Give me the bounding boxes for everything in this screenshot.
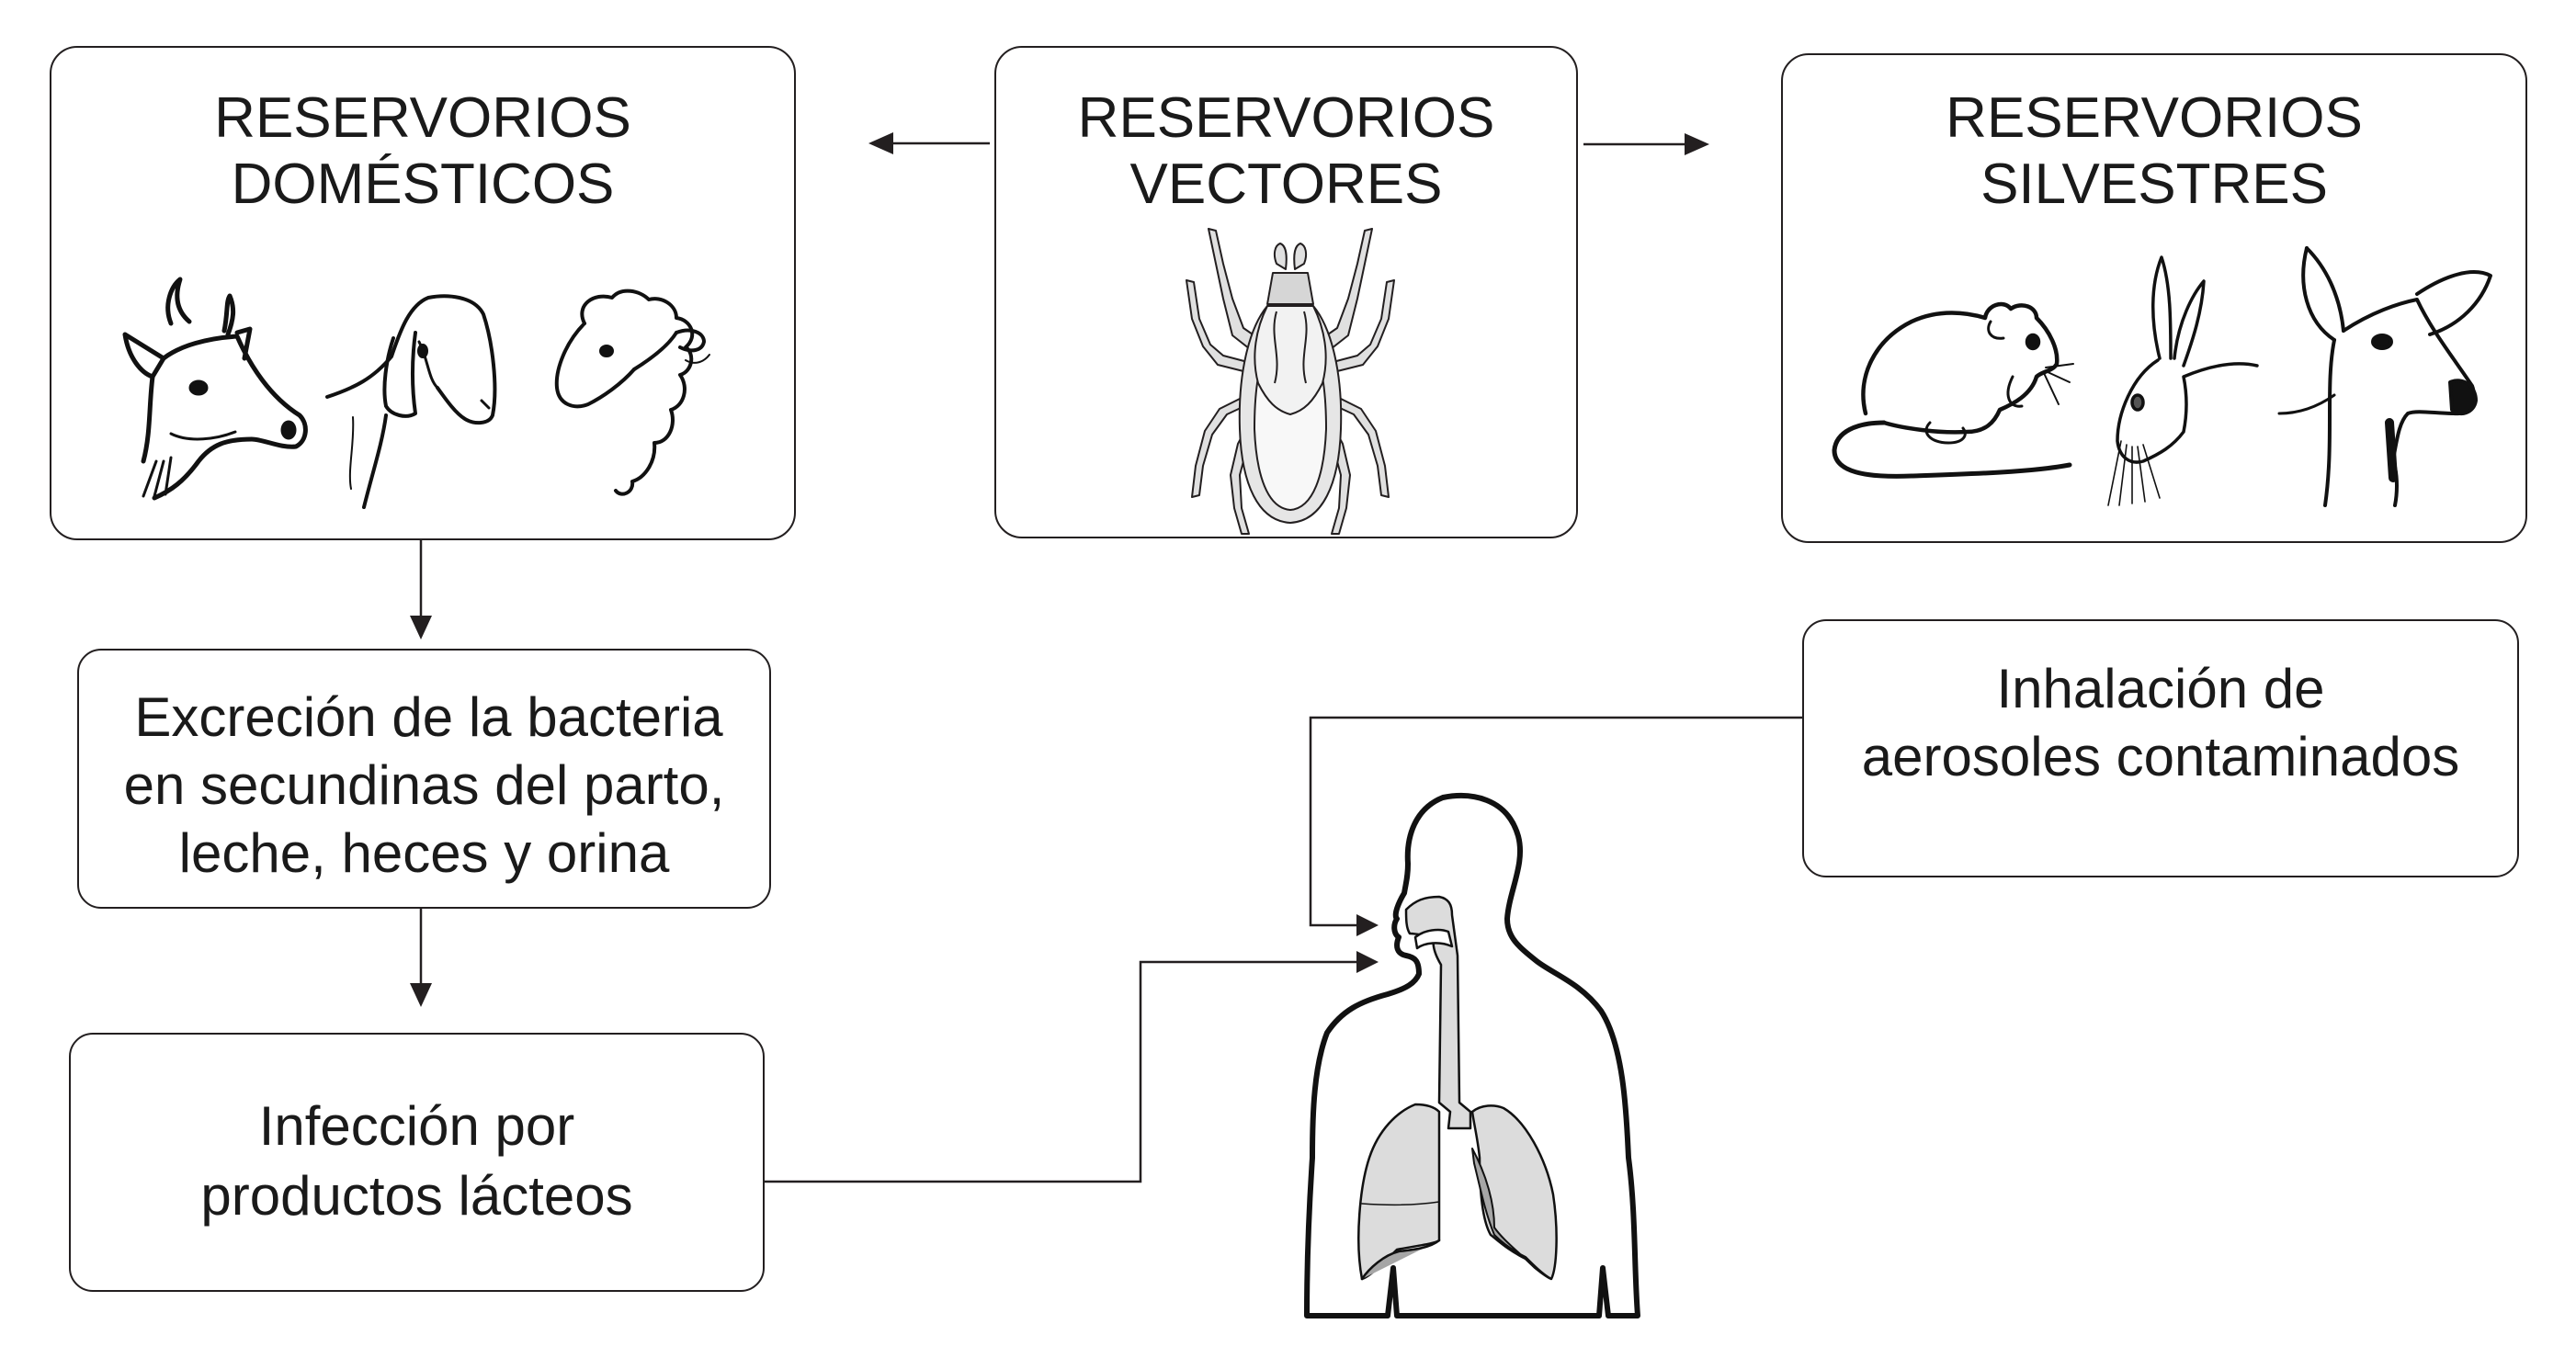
arrowhead-wild [1685, 133, 1709, 155]
wild-title-line1: RESERVORIOS [1946, 86, 2363, 150]
arrowhead-domestic [868, 132, 893, 154]
dairy-line2: productos lácteos [200, 1165, 633, 1227]
aerosol-line2: aerosoles contaminados [1861, 726, 2460, 787]
arrowhead-excretion [410, 616, 432, 639]
goat-icon [325, 294, 497, 509]
excretion-line2: en secundinas del parto, [123, 754, 725, 816]
node-excretion: Excreción de la bacteria en secundinas d… [77, 649, 771, 909]
aerosol-line1: Inhalación de [1996, 658, 2325, 719]
edge-dairy-to-human [765, 960, 1366, 1183]
arrowhead-human-nose [1356, 914, 1379, 936]
sheep-icon [554, 289, 710, 496]
node-dairy-infection: Infección por productos lácteos [69, 1033, 765, 1292]
wild-title-line2: SILVESTRES [1980, 153, 2328, 216]
edge-aerosol-to-human [1309, 716, 1802, 927]
arrowhead-dairy [410, 983, 432, 1007]
human-respiratory-system-icon [1304, 793, 1640, 1318]
tick-icon [1186, 228, 1395, 535]
arrowhead-human-mouth [1356, 951, 1379, 973]
rat-icon [1832, 301, 2074, 479]
vectors-title-line1: RESERVORIOS [1077, 86, 1495, 150]
node-aerosol-inhalation: Inhalación de aerosoles contaminados [1802, 619, 2519, 877]
node-wild-reservoirs: RESERVORIOS SILVESTRES [1781, 53, 2527, 543]
dairy-line1: Infección por [258, 1095, 575, 1157]
domestic-title-line2: DOMÉSTICOS [231, 153, 615, 216]
rabbit-icon [2107, 255, 2259, 506]
domestic-title-line1: RESERVORIOS [214, 86, 631, 150]
vectors-title-line2: VECTORES [1129, 153, 1443, 216]
deer-icon [2277, 246, 2492, 507]
node-vector-reservoirs: RESERVORIOS VECTORES [994, 46, 1578, 538]
excretion-line3: leche, heces y orina [178, 822, 670, 884]
node-domestic-reservoirs: RESERVORIOS DOMÉSTICOS [50, 46, 796, 540]
excretion-line1: Excreción de la bacteria [134, 686, 723, 748]
cow-icon [122, 277, 308, 501]
